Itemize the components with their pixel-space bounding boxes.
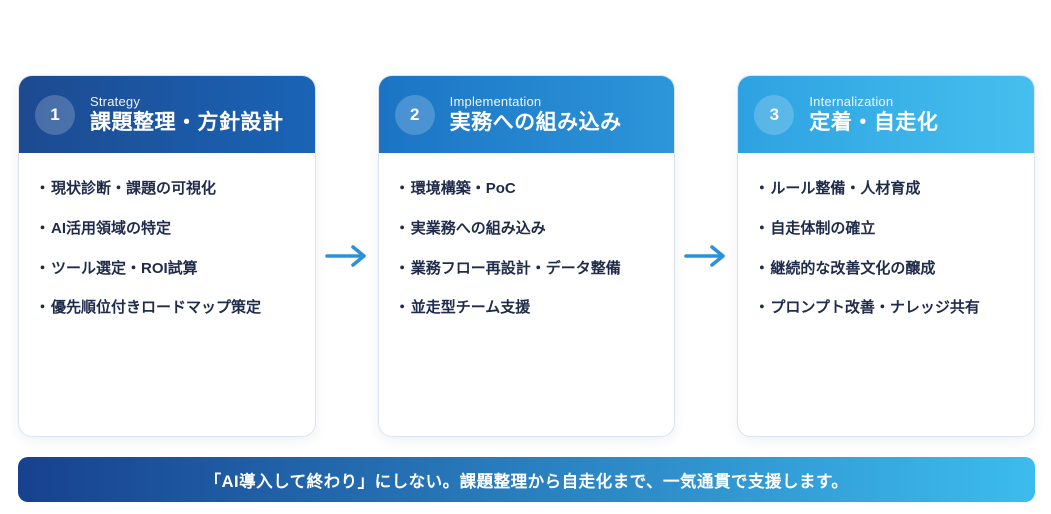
bullet-marker: ・ [754, 180, 770, 197]
step-card-implementation: 2 Implementation 実務への組み込み ・環境構築・PoC ・実業務… [377, 75, 676, 437]
list-item: ・AI活用領域の特定 [35, 220, 299, 239]
step-card-strategy: 1 Strategy 課題整理・方針設計 ・現状診断・課題の可視化 ・AI活用領… [18, 75, 316, 437]
step-header-strategy: 1 Strategy 課題整理・方針設計 [19, 76, 315, 153]
list-item-text: 自走体制の確立 [770, 219, 876, 237]
step-title: 定着・自走化 [809, 110, 939, 134]
banner-text: 「AI導入して終わり」にしない。課題整理から自走化まで、一気通貫で支援します。 [204, 472, 849, 491]
bullet-marker: ・ [35, 180, 51, 197]
step-label-en: Strategy [90, 93, 141, 109]
right-arrow-icon [324, 245, 366, 267]
list-item: ・プロンプト改善・ナレッジ共有 [754, 299, 1018, 318]
step-number: 3 [769, 104, 780, 124]
step-arrow-1 [316, 75, 378, 437]
list-item-text: AI活用領域の特定 [51, 219, 172, 237]
list-item-text: 優先順位付きロードマップ策定 [51, 299, 262, 317]
list-item: ・ルール整備・人材育成 [754, 180, 1018, 199]
steps-row: 1 Strategy 課題整理・方針設計 ・現状診断・課題の可視化 ・AI活用領… [0, 75, 1051, 437]
step-items-list: ・現状診断・課題の可視化 ・AI活用領域の特定 ・ツール選定・ROI試算 ・優先… [19, 153, 315, 334]
list-item: ・環境構築・PoC [395, 180, 659, 199]
bullet-marker: ・ [394, 180, 410, 197]
list-item-text: プロンプト改善・ナレッジ共有 [770, 299, 980, 317]
step-number-badge: 2 [394, 94, 435, 135]
list-item: ・現状診断・課題の可視化 [35, 180, 299, 199]
step-header-text: Implementation 実務への組み込み [450, 94, 622, 135]
bullet-marker: ・ [35, 219, 51, 237]
right-arrow-icon [684, 245, 726, 267]
bullet-marker: ・ [754, 219, 770, 237]
list-item-text: 業務フロー再設計・データ整備 [410, 259, 621, 277]
step-header-internalization: 3 Internalization 定着・自走化 [738, 76, 1035, 153]
bullet-marker: ・ [35, 299, 51, 317]
step-header-text: Internalization 定着・自走化 [809, 94, 938, 135]
bullet-marker: ・ [754, 299, 770, 317]
step-items-list: ・ルール整備・人材育成 ・自走体制の確立 ・継続的な改善文化の醸成 ・プロンプト… [738, 153, 1034, 334]
list-item-text: 並走型チーム支援 [410, 299, 531, 317]
step-number-badge: 1 [35, 94, 75, 135]
list-item-text: 環境構築・PoC [410, 180, 516, 197]
bullet-marker: ・ [394, 259, 410, 277]
step-header-implementation: 2 Implementation 実務への組み込み [378, 76, 675, 153]
bottom-banner: 「AI導入して終わり」にしない。課題整理から自走化まで、一気通貫で支援します。 [18, 457, 1035, 502]
list-item: ・並走型チーム支援 [395, 299, 659, 318]
step-number-badge: 3 [754, 94, 795, 135]
list-item-text: ツール選定・ROI試算 [51, 259, 198, 277]
step-header-text: Strategy 課題整理・方針設計 [90, 94, 284, 135]
bullet-marker: ・ [394, 219, 410, 237]
step-title: 課題整理・方針設計 [90, 110, 284, 134]
step-label-en: Implementation [449, 93, 542, 109]
bullet-marker: ・ [35, 259, 51, 277]
list-item: ・優先順位付きロードマップ策定 [35, 299, 299, 318]
bullet-marker: ・ [394, 299, 410, 317]
step-label-en: Internalization [809, 93, 894, 109]
step-number: 1 [50, 104, 60, 124]
list-item: ・実業務への組み込み [395, 220, 659, 239]
list-item-text: 実業務への組み込み [410, 219, 546, 237]
step-title: 実務への組み込み [449, 110, 622, 134]
list-item: ・業務フロー再設計・データ整備 [395, 260, 659, 279]
list-item-text: 継続的な改善文化の醸成 [770, 259, 936, 277]
step-number: 2 [409, 104, 420, 124]
list-item-text: 現状診断・課題の可視化 [51, 180, 217, 197]
step-arrow-2 [675, 75, 737, 437]
list-item: ・継続的な改善文化の醸成 [754, 260, 1018, 279]
list-item: ・自走体制の確立 [754, 220, 1018, 239]
list-item: ・ツール選定・ROI試算 [35, 260, 299, 279]
list-item-text: ルール整備・人材育成 [770, 180, 921, 197]
bullet-marker: ・ [754, 259, 770, 277]
step-items-list: ・環境構築・PoC ・実業務への組み込み ・業務フロー再設計・データ整備 ・並走… [379, 153, 675, 334]
step-card-internalization: 3 Internalization 定着・自走化 ・ルール整備・人材育成 ・自走… [737, 75, 1036, 437]
